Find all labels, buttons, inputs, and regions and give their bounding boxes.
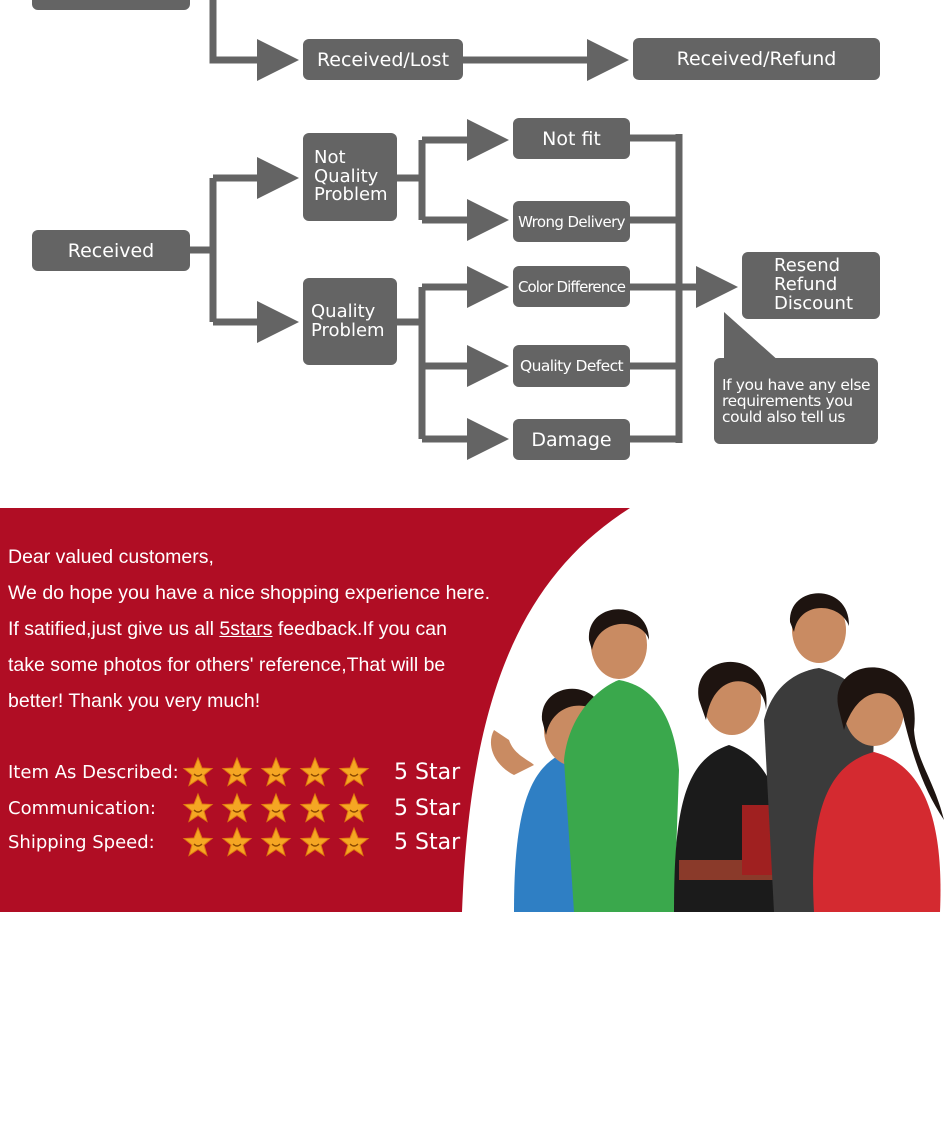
rating-value: 5 Star (394, 829, 461, 855)
star-group (182, 792, 370, 824)
message-line: We do hope you have a nice shopping expe… (8, 582, 491, 604)
star-icon (338, 826, 370, 857)
feedback-banner: Dear valued customers, We do hope you ha… (0, 508, 950, 912)
return-policy-flowchart: Received/Lost Received/Refund Received N… (0, 0, 950, 470)
node-damage: Damage (513, 419, 630, 460)
node-received: Received (32, 230, 190, 271)
star-icon (338, 756, 370, 787)
person-red-dress-woman (813, 667, 944, 912)
star-icon (221, 756, 253, 787)
node-received-lost: Received/Lost (303, 39, 463, 80)
message-greeting: Dear valued customers, (8, 546, 214, 568)
five-stars-link: 5stars (219, 618, 273, 640)
customer-message: Dear valued customers, We do hope you ha… (8, 539, 528, 719)
message-line: better! Thank you very much! (8, 690, 261, 712)
node-solutions: Resend Refund Discount (742, 252, 880, 319)
node-callout: If you have any else requirements you co… (714, 358, 878, 444)
rating-label: Shipping Speed: (8, 831, 155, 853)
star-icon (221, 792, 253, 823)
rating-row-communication: Communication: 5 Star (8, 792, 460, 824)
node-quality-problem: Quality Problem (303, 278, 397, 365)
rating-label: Item As Described: (8, 761, 179, 783)
star-group (182, 826, 370, 858)
star-icon (260, 826, 292, 857)
star-icon (299, 756, 331, 787)
star-icon (182, 826, 214, 857)
star-icon (260, 792, 292, 823)
message-line: take some photos for others' reference,T… (8, 654, 446, 676)
star-icon (260, 756, 292, 787)
star-group (182, 756, 370, 788)
message-line: If satified,just give us all 5stars feed… (8, 618, 447, 640)
star-icon (299, 792, 331, 823)
rating-row-item-as-described: Item As Described: 5 Star (8, 756, 460, 788)
connector-to-received-lost (209, 0, 299, 81)
node-not-quality-problem: Not Quality Problem (303, 133, 397, 221)
rating-value: 5 Star (394, 795, 461, 821)
node-wrong-delivery: Wrong Delivery (513, 201, 630, 242)
node-received-refund: Received/Refund (633, 38, 880, 80)
students-thumbs-up-photo (490, 593, 944, 912)
rating-row-shipping-speed: Shipping Speed: 5 Star (8, 826, 460, 858)
star-icon (299, 826, 331, 857)
person-green-shirt-man (564, 609, 679, 912)
star-icon (338, 792, 370, 823)
star-icon (182, 756, 214, 787)
node-quality-defect: Quality Defect (513, 345, 630, 387)
rating-value: 5 Star (394, 759, 461, 785)
star-icon (221, 826, 253, 857)
previous-node-fragment (32, 0, 190, 10)
flowchart-connectors (32, 0, 780, 460)
rating-label: Communication: (8, 797, 156, 819)
node-color-difference: Color Difference (513, 266, 630, 307)
star-icon (182, 792, 214, 823)
callout-pointer (724, 312, 780, 362)
node-not-fit: Not fit (513, 118, 630, 159)
person-center-woman (674, 661, 797, 912)
banner-background (0, 508, 630, 912)
